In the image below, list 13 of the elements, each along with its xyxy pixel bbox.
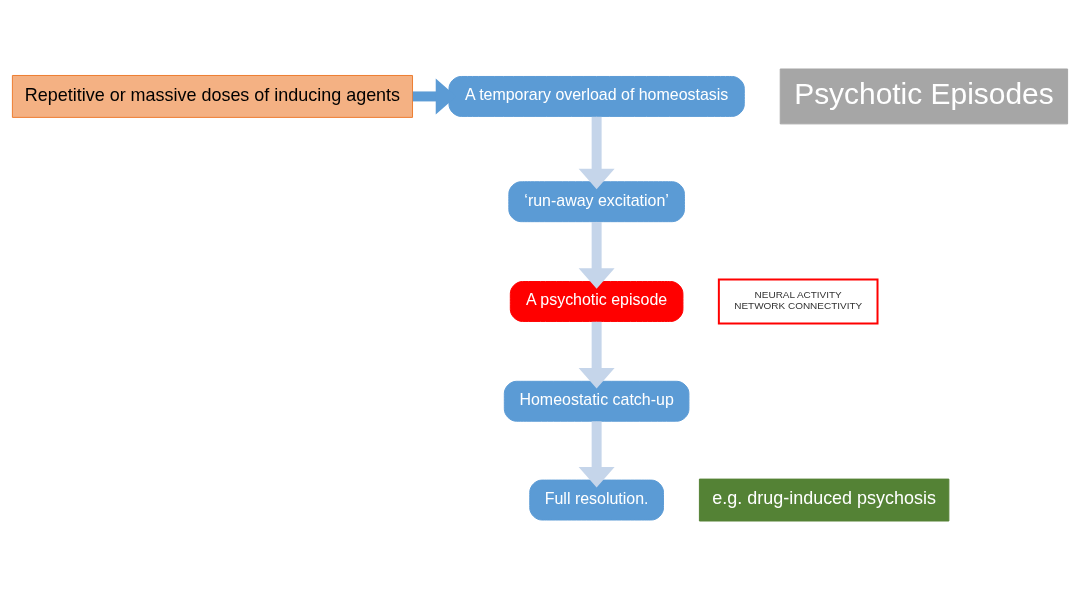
node-box: Full resolution.	[529, 479, 664, 520]
node-box: Homeostatic catch-up	[503, 380, 690, 422]
arrow	[578, 116, 615, 189]
node-box: e.g. drug-induced psychosis	[698, 478, 950, 521]
node-box: Repetitive or massive doses of inducing agents	[11, 74, 414, 118]
node-box: NEURAL ACTIVITY NETWORK CONNECTIVITY	[717, 278, 879, 324]
arrow	[578, 221, 615, 289]
node-box: ‘run-away excitation’	[508, 180, 685, 222]
node-box: Psychotic Episodes	[779, 68, 1069, 124]
arrow	[578, 321, 615, 389]
node-box: A psychotic episode	[509, 280, 684, 322]
node-box: A temporary overload of homeostasis	[448, 75, 745, 117]
arrow	[578, 420, 615, 488]
